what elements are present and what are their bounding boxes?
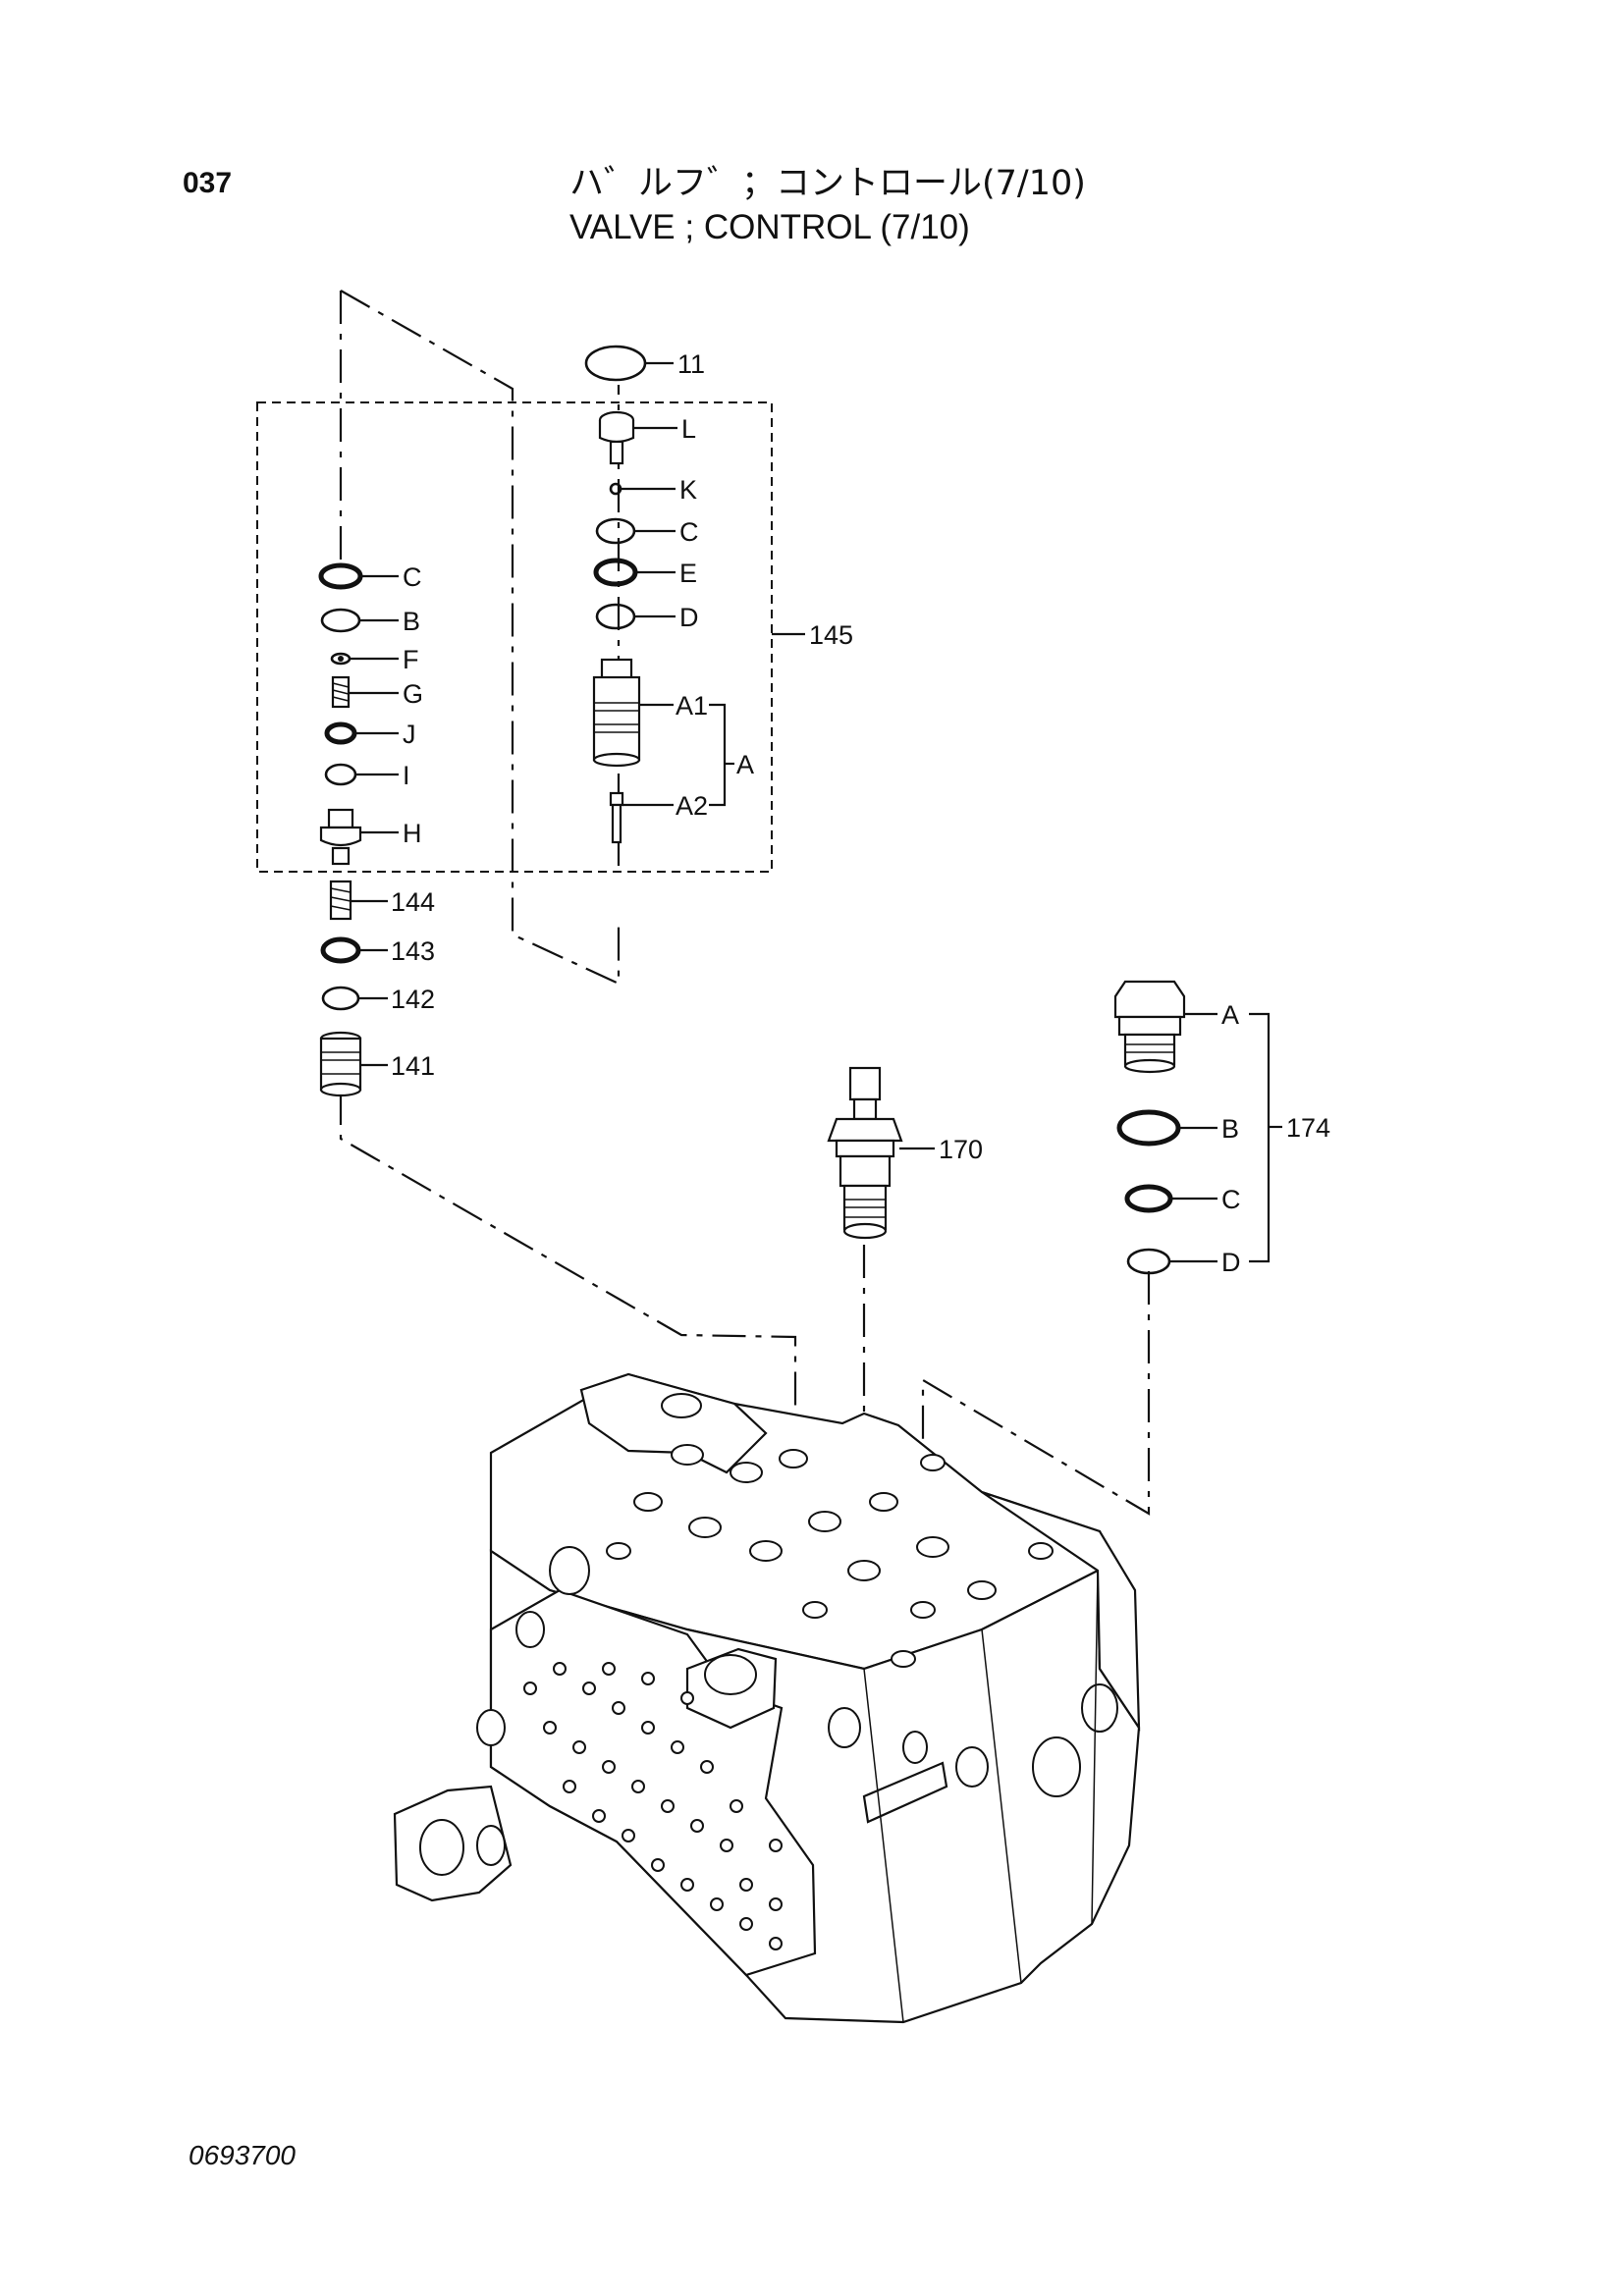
part-C-ring-right	[595, 517, 636, 545]
part-L-plug	[598, 410, 635, 465]
callout-H: H	[403, 819, 422, 848]
callout-F: F	[403, 645, 419, 674]
title-japanese: ハ゛ルフ゛；コントロール(7/10)	[569, 164, 1086, 203]
part-143-ring	[320, 936, 361, 964]
part-E-ring	[593, 558, 638, 587]
title-english: VALVE ; CONTROL (7/10)	[569, 208, 970, 246]
callout-174C: C	[1221, 1185, 1241, 1214]
part-142-ring	[321, 986, 360, 1011]
callout-142: 142	[391, 985, 435, 1014]
phantom-line-center	[340, 290, 621, 986]
part-141-sleeve	[319, 1031, 362, 1097]
part-D-ring-right	[595, 603, 636, 630]
callout-143: 143	[391, 936, 435, 966]
part-170-relief-valve	[827, 1066, 903, 1240]
control-valve-body	[393, 1372, 1141, 2024]
callout-174A: A	[1221, 1000, 1239, 1030]
assembly-145-boundary	[256, 401, 773, 873]
callout-J: J	[403, 720, 416, 749]
part-174D-ring	[1126, 1248, 1171, 1275]
bracket-174	[1249, 1012, 1271, 1263]
callout-A1: A1	[676, 691, 708, 721]
callout-D-right: D	[679, 603, 699, 632]
oring-11	[584, 345, 647, 382]
drawing-number: 0693700	[189, 2140, 297, 2170]
phantom-line-lower-left	[339, 1092, 797, 1461]
callout-141: 141	[391, 1051, 435, 1081]
part-F-ball	[330, 652, 352, 666]
callout-144: 144	[391, 887, 435, 917]
callout-E: E	[679, 559, 697, 588]
callout-G: G	[403, 679, 423, 709]
callout-C-right: C	[679, 517, 699, 547]
part-C-ring-left	[318, 562, 363, 590]
callout-174B: B	[1221, 1114, 1239, 1144]
part-G-spring	[331, 675, 351, 709]
part-174B-ring	[1116, 1109, 1181, 1147]
callout-174D: D	[1221, 1248, 1241, 1277]
part-J-ring	[324, 721, 357, 745]
callout-B-left: B	[403, 607, 420, 636]
callout-11: 11	[677, 349, 705, 379]
bracket-A	[709, 703, 727, 807]
part-A1-spool	[592, 658, 641, 768]
callout-A: A	[736, 750, 754, 779]
callout-170: 170	[939, 1135, 983, 1164]
page-number: 037	[183, 167, 233, 199]
part-174C-ring	[1124, 1184, 1173, 1213]
callout-L: L	[681, 414, 696, 444]
callout-145: 145	[809, 620, 853, 650]
part-A2-pin	[609, 791, 624, 844]
part-174A-plug	[1113, 980, 1186, 1074]
part-I-ring	[324, 763, 357, 786]
callout-K: K	[679, 475, 697, 505]
callout-174: 174	[1286, 1113, 1330, 1143]
phantom-line-174	[921, 1271, 1151, 1516]
callout-I: I	[403, 761, 410, 790]
part-144-spring	[329, 880, 352, 921]
part-H-seat	[319, 808, 362, 866]
callout-A2: A2	[676, 791, 708, 821]
part-B-ring-left	[320, 608, 361, 633]
callout-C-left: C	[403, 562, 422, 592]
